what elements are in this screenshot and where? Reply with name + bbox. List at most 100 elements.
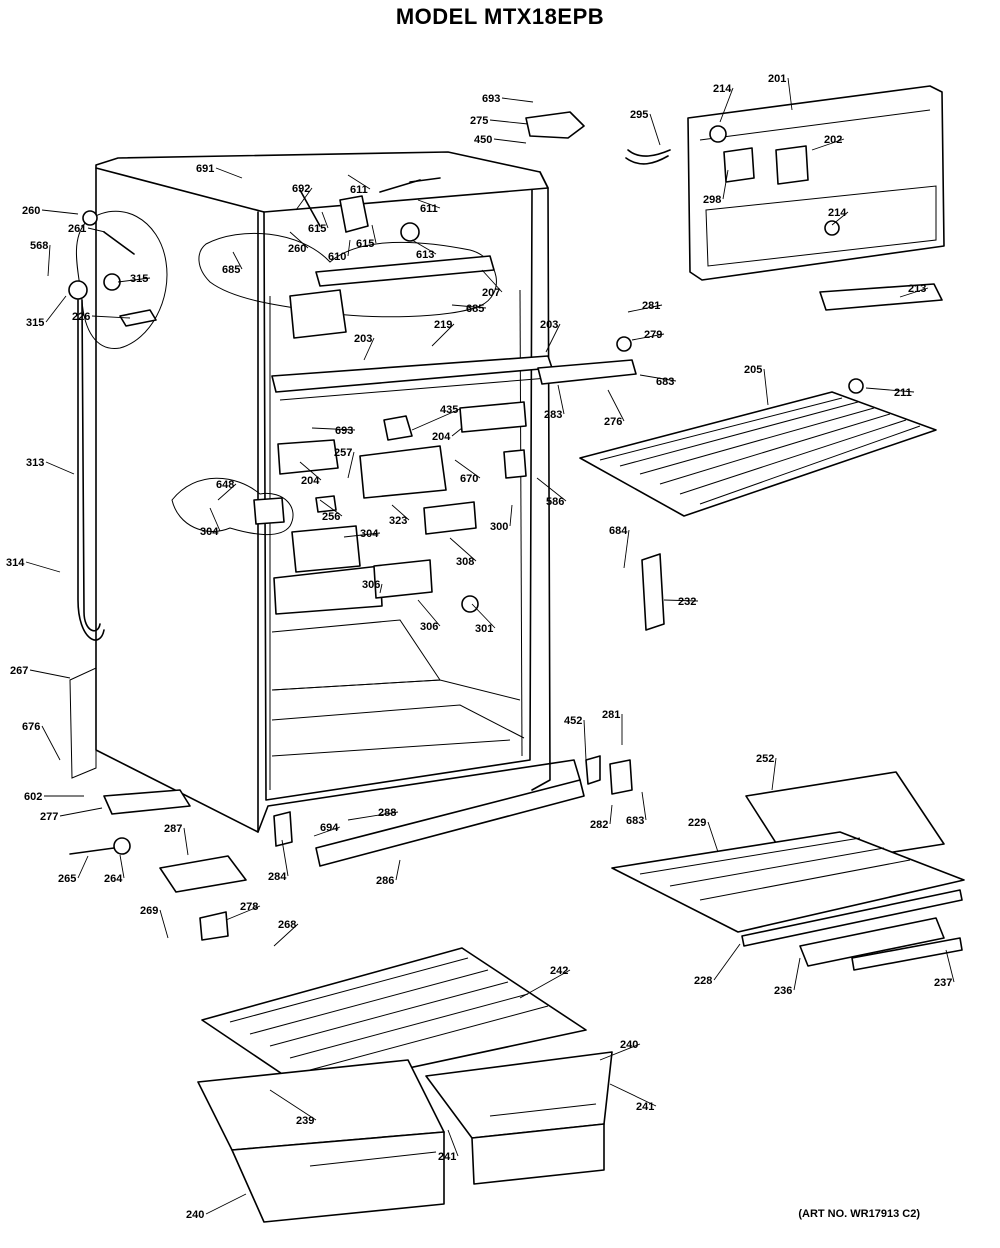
leader-line-304: [343, 532, 381, 538]
part-label-676: 676: [22, 721, 40, 733]
part-label-211: 211: [894, 387, 912, 399]
leader-line-308: [449, 537, 477, 562]
part-label-450: 450: [474, 134, 492, 146]
leader-line-615: [371, 224, 377, 244]
part-label-284: 284: [268, 871, 287, 883]
part-label-228: 228: [694, 975, 712, 987]
leader-line-256: [319, 499, 343, 517]
part-label-241: 241: [636, 1101, 654, 1113]
water-tube: [77, 299, 105, 641]
part-label-236: 236: [774, 985, 792, 997]
leader-line-288: [347, 811, 399, 821]
part-label-219: 219: [434, 319, 452, 331]
part-label-683: 683: [656, 376, 674, 388]
leader-line-568: [47, 244, 51, 277]
part-label-286: 286: [376, 875, 394, 887]
part-label-239: 239: [296, 1115, 314, 1127]
part-label-264: 264: [104, 873, 123, 885]
part-label-203: 203: [540, 319, 558, 331]
leader-line-204: [299, 461, 322, 481]
part-label-315: 315: [26, 317, 44, 329]
part-label-683: 683: [626, 815, 644, 827]
leader-line-214: [831, 211, 849, 226]
leader-line-240: [205, 1193, 247, 1215]
leader-line-314: [25, 561, 61, 573]
leader-line-323: [391, 504, 410, 521]
leader-line-275: [489, 119, 529, 125]
leader-line-241: [447, 1129, 459, 1157]
leader-line-268: [273, 923, 299, 947]
part-label-692: 692: [292, 183, 310, 195]
part-label-275: 275: [470, 115, 488, 127]
leader-line-229: [707, 821, 719, 853]
leader-line-683: [641, 791, 647, 821]
leader-line-226: [91, 315, 131, 319]
part-label-201: 201: [768, 73, 786, 85]
part-label-306: 306: [420, 621, 438, 633]
leader-line-301: [471, 603, 496, 629]
lower-components: [69, 755, 633, 941]
leader-line-676: [41, 725, 61, 761]
leader-line-670: [454, 459, 481, 479]
leader-line-611: [417, 199, 441, 209]
upper-hinge: [525, 111, 585, 139]
leader-line-304: [209, 507, 221, 532]
part-label-278: 278: [240, 901, 258, 913]
leader-line-267: [29, 669, 71, 679]
part-label-242: 242: [550, 965, 568, 977]
part-label-240: 240: [620, 1039, 638, 1051]
side-panel: [69, 667, 97, 779]
part-label-268: 268: [278, 919, 296, 931]
leader-line-691: [215, 167, 243, 179]
leader-line-692: [295, 187, 313, 211]
part-label-276: 276: [604, 416, 622, 428]
part-label-214: 214: [828, 207, 847, 219]
part-label-226: 226: [72, 311, 90, 323]
shelf-support: [641, 553, 665, 631]
leader-line-260: [289, 231, 309, 249]
leader-line-203: [545, 323, 561, 353]
leader-line-693: [501, 97, 534, 103]
part-label-435: 435: [440, 404, 458, 416]
leader-line-237: [945, 949, 955, 983]
freezer-shelf: [579, 378, 937, 517]
part-label-301: 301: [475, 623, 493, 635]
part-label-269: 269: [140, 905, 158, 917]
leader-line-252: [771, 757, 777, 791]
leader-line-306: [379, 583, 383, 594]
part-label-288: 288: [378, 807, 396, 819]
leader-line-207: [481, 269, 503, 293]
part-label-260: 260: [22, 205, 40, 217]
part-label-257: 257: [334, 447, 352, 459]
part-label-202: 202: [824, 134, 842, 146]
part-label-313: 313: [26, 457, 44, 469]
control-panel: [625, 85, 945, 311]
part-label-615: 615: [356, 238, 374, 250]
crisper-drawers: [197, 1051, 613, 1223]
leader-line-261: [87, 227, 106, 233]
leader-line-610: [347, 239, 351, 257]
part-label-304: 304: [360, 528, 379, 540]
leader-line-278: [225, 905, 261, 921]
leader-line-239: [269, 1089, 317, 1121]
leader-line-284: [281, 839, 289, 877]
leader-line-685: [451, 304, 487, 309]
part-label-281: 281: [602, 709, 620, 721]
leader-line-260: [41, 209, 79, 215]
leader-line-611: [347, 174, 371, 190]
leader-line-232: [663, 599, 699, 602]
leader-line-298: [722, 169, 729, 200]
part-label-586: 586: [546, 496, 564, 508]
leader-line-287: [183, 827, 189, 856]
leader-line-450: [493, 138, 527, 144]
leader-line-203: [363, 337, 375, 361]
part-label-602: 602: [24, 791, 42, 803]
leader-line-694: [313, 826, 341, 837]
leader-line-236: [793, 957, 801, 991]
leader-line-202: [811, 138, 845, 151]
leader-line-204: [451, 427, 463, 437]
part-label-261: 261: [68, 223, 86, 235]
top-hinge-assembly: [68, 210, 168, 349]
leader-line-276: [607, 389, 625, 422]
part-label-304: 304: [200, 526, 219, 538]
